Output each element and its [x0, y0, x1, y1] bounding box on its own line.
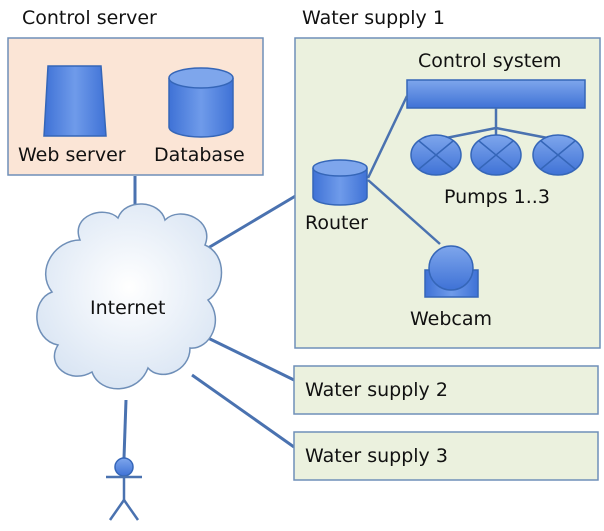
pumps-label: Pumps 1..3: [444, 186, 550, 208]
database-label: Database: [154, 144, 245, 166]
internet-label: Internet: [90, 297, 166, 319]
control-system-bar: [406, 79, 586, 109]
link-internet-person: [122, 399, 128, 459]
webcam-label: Webcam: [410, 308, 493, 330]
pump-1-icon: [410, 134, 462, 176]
router-icon: [312, 159, 368, 206]
water-supply-2-label: Water supply 2: [305, 379, 448, 401]
router-links: [366, 95, 441, 245]
web-server-icon: [43, 65, 107, 137]
link-internet-water-supply-2: [207, 336, 295, 382]
water-supply-2-box: [293, 365, 599, 415]
person-icon: [106, 457, 142, 521]
database-icon: [168, 67, 234, 138]
water-supply-1-title: Water supply 1: [302, 7, 445, 29]
control-system-label: Control system: [418, 50, 562, 72]
internet-cloud-icon: [36, 203, 223, 390]
water-supply-3-label: Water supply 3: [305, 445, 448, 467]
router-label: Router: [305, 212, 368, 234]
control-server-title: Control server: [22, 7, 157, 29]
link-internet-water-supply-3: [191, 373, 295, 449]
pump-3-icon: [532, 134, 584, 176]
water-supply-3-box: [293, 431, 599, 481]
pump-2-icon: [470, 134, 522, 176]
webcam-icon: [424, 245, 479, 298]
web-server-label: Web server: [18, 144, 126, 166]
